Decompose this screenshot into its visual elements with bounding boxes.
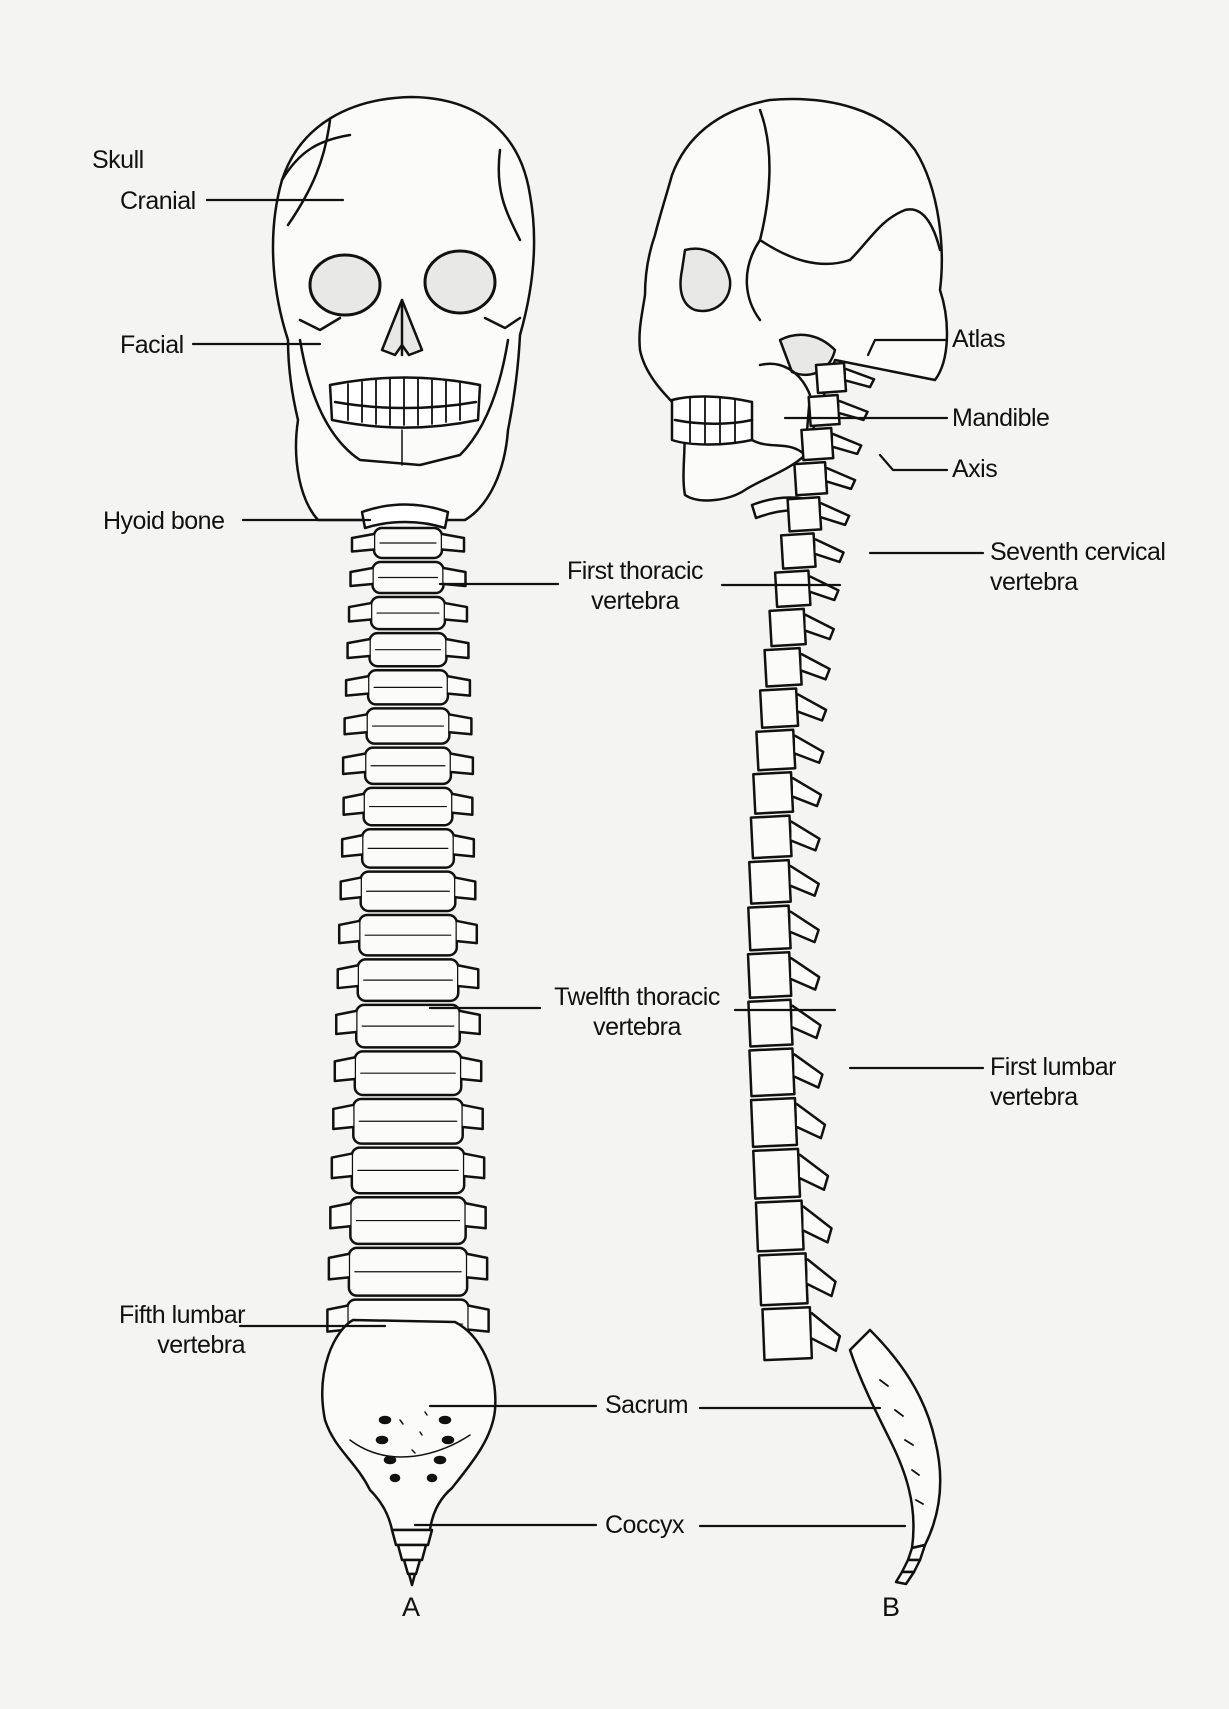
anterior-vertebra xyxy=(338,959,479,1000)
lateral-vertebra xyxy=(770,609,834,646)
lateral-vertebra xyxy=(749,860,818,904)
anterior-vertebra xyxy=(333,1099,482,1144)
lateral-sacrum-coccyx xyxy=(850,1330,940,1584)
lateral-vertebra xyxy=(751,816,820,858)
label-twelfth-thoracic-line1: Twelfth thoracic xyxy=(542,982,732,1012)
lateral-vertebra xyxy=(809,395,868,426)
anterior-vertebra xyxy=(330,1197,485,1244)
lateral-vertebra xyxy=(748,952,819,998)
lateral-vertebra xyxy=(748,906,818,951)
label-facial: Facial xyxy=(120,330,184,360)
anterior-vertebra xyxy=(335,1051,481,1095)
anterior-coccyx xyxy=(392,1530,432,1585)
lateral-vertebra xyxy=(753,1149,828,1199)
label-hyoid-bone: Hyoid bone xyxy=(103,506,224,536)
lateral-vertebra xyxy=(816,363,874,393)
anterior-vertebra xyxy=(341,872,476,911)
label-first-lumbar-vertebra: First lumbar vertebra xyxy=(990,1052,1116,1112)
lateral-vertebra xyxy=(756,730,823,770)
label-axis: Axis xyxy=(952,454,997,484)
label-mandible: Mandible xyxy=(952,403,1049,433)
anterior-vertebra xyxy=(349,597,467,629)
anterior-vertebra xyxy=(343,748,473,784)
label-first-lumbar-line2: vertebra xyxy=(990,1082,1116,1112)
label-first-lumbar-line1: First lumbar xyxy=(990,1052,1116,1082)
lateral-vertebra xyxy=(748,1000,820,1047)
anterior-vertebra xyxy=(345,708,472,743)
label-first-thoracic-vertebra: First thoracic vertebra xyxy=(560,556,710,616)
lateral-vertebra xyxy=(781,533,843,568)
anterior-vertebra xyxy=(348,633,469,666)
anterior-vertebra xyxy=(351,562,466,593)
left-orbit xyxy=(310,255,380,315)
view-label-a: A xyxy=(402,1592,420,1622)
label-cranial: Cranial xyxy=(120,186,196,216)
anterior-vertebra xyxy=(329,1248,487,1296)
label-skull: Skull xyxy=(92,145,144,175)
anterior-vertebra xyxy=(344,788,473,825)
lateral-vertebra xyxy=(760,688,826,727)
label-seventh-cervical-line2: vertebra xyxy=(990,567,1165,597)
anterior-hyoid xyxy=(362,505,448,529)
label-twelfth-thoracic-vertebra: Twelfth thoracic vertebra xyxy=(542,982,732,1042)
anterior-vertebra xyxy=(332,1148,484,1194)
lateral-vertebra xyxy=(753,772,821,813)
lateral-vertebra xyxy=(759,1253,835,1305)
anterior-vertebra xyxy=(339,915,477,955)
label-first-thoracic-line1: First thoracic xyxy=(560,556,710,586)
anterior-vertebral-column xyxy=(327,528,488,1348)
lateral-vertebra xyxy=(801,428,861,460)
label-coccyx: Coccyx xyxy=(605,1510,684,1540)
view-label-b: B xyxy=(882,1592,900,1622)
lateral-vertebra xyxy=(751,1098,825,1147)
label-atlas: Atlas xyxy=(952,324,1005,354)
lateral-vertebra xyxy=(756,1201,832,1252)
label-fifth-lumbar-line2: vertebra xyxy=(115,1330,245,1360)
label-first-thoracic-line2: vertebra xyxy=(560,586,710,616)
label-seventh-cervical-line1: Seventh cervical xyxy=(990,537,1165,567)
label-seventh-cervical-vertebra: Seventh cervical vertebra xyxy=(990,537,1165,597)
right-orbit xyxy=(425,251,495,313)
anterior-sacrum xyxy=(322,1320,495,1530)
anterior-vertebra xyxy=(346,670,470,704)
lateral-vertebra xyxy=(775,571,838,607)
anterior-vertebra xyxy=(352,528,464,558)
anterior-vertebra xyxy=(342,829,474,867)
anterior-skull xyxy=(273,97,534,520)
lateral-vertebra xyxy=(794,462,855,495)
lateral-vertebra xyxy=(788,497,850,531)
anterior-vertebra xyxy=(336,1005,479,1048)
label-fifth-lumbar-vertebra: Fifth lumbar vertebra xyxy=(115,1300,245,1360)
label-fifth-lumbar-line1: Fifth lumbar xyxy=(115,1300,245,1330)
lateral-vertebra xyxy=(762,1307,839,1360)
lateral-vertebra xyxy=(765,648,830,686)
lateral-skull xyxy=(639,99,947,500)
label-sacrum: Sacrum xyxy=(605,1390,688,1420)
label-twelfth-thoracic-line2: vertebra xyxy=(542,1012,732,1042)
lateral-vertebra xyxy=(749,1048,822,1096)
